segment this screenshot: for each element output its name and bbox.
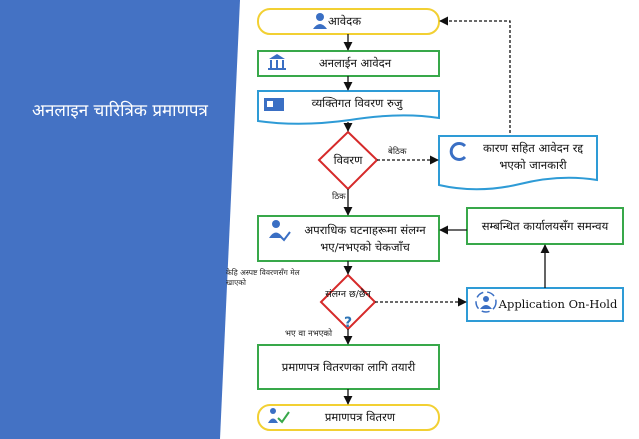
edge-label-not-involved: भए वा नभएको: [285, 329, 333, 339]
rejection-notice-node: [438, 135, 598, 191]
question-icon: ?: [344, 315, 352, 331]
certificate-distribution-label: प्रमाणपत्र वितरण: [324, 410, 396, 424]
details-decision-label: विवरण: [333, 152, 363, 167]
online-application-label: अनलाईन आवेदन: [318, 56, 392, 70]
user-sync-icon: [475, 291, 497, 313]
refresh-icon: [449, 142, 467, 161]
panel-title: अनलाइन चारित्रिक प्रमाणपत्र: [32, 101, 208, 121]
coordination-label: सम्बन्धित कार्यालयसँग समन्वय: [481, 218, 609, 233]
prepare-certificate-label: प्रमाणपत्र वितरणका लागि तयारी: [281, 359, 416, 374]
edge-label-incorrect: बेठिक: [388, 147, 407, 157]
edge-rejection-applicant: [439, 16, 511, 133]
rejection-notice-label: कारण सहित आवेदन रद्द भएको जानकारी: [482, 141, 584, 172]
bank-icon: [268, 54, 286, 70]
edge-label-correct: ठिक: [332, 192, 346, 202]
applicant-label: आवेदक: [328, 14, 362, 28]
person-icon: [313, 13, 327, 29]
edge-label-uncertain: केहि अस्पष्ट विवरणसँग मेल खाएको: [226, 268, 300, 287]
certificate-distribution-node: [257, 404, 440, 431]
id-card-icon: [264, 98, 284, 111]
on-hold-node: [466, 287, 624, 322]
on-hold-label: Application On-Hold: [498, 297, 618, 311]
online-application-node: [257, 50, 440, 77]
criminal-check-label: अपराधिक घटनाहरूमा संलग्न भए/नभएको चेकजाँ…: [304, 222, 426, 254]
personal-details-node: [257, 90, 440, 125]
user-approve-icon: [268, 408, 290, 424]
coordination-node: [466, 207, 624, 245]
user-check-icon: [269, 220, 291, 242]
personal-details-label: व्यक्तिगत विवरण रुजु: [311, 95, 403, 110]
involved-decision-label: संलग्न छ/छैन: [325, 288, 371, 300]
criminal-check-node: [257, 215, 440, 262]
